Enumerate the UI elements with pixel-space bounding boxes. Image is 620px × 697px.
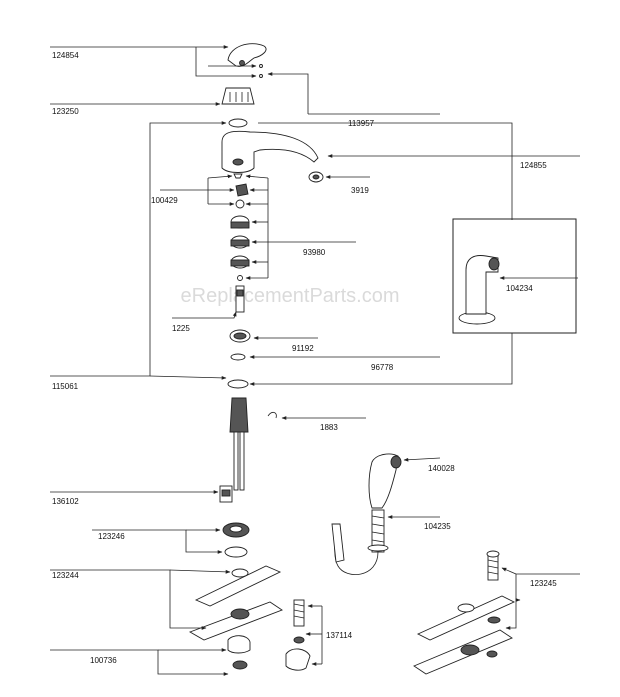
sprayer-head-140028-part bbox=[368, 453, 402, 509]
bolt-137114-part bbox=[293, 599, 305, 644]
oring-top-part bbox=[228, 118, 248, 128]
nut-91192-part bbox=[229, 329, 251, 343]
label-123244: 123244 bbox=[52, 571, 79, 580]
gasket-123246-part bbox=[222, 522, 250, 558]
cartridge-parts-93980 bbox=[230, 215, 250, 281]
mount-nut-100736-part bbox=[227, 635, 311, 671]
label-96778: 96778 bbox=[371, 363, 394, 372]
aerator-part bbox=[308, 171, 324, 183]
clip-1883-part bbox=[267, 412, 277, 419]
label-123250: 123250 bbox=[52, 107, 79, 116]
label-3919: 3919 bbox=[351, 186, 369, 195]
label-1883: 1883 bbox=[320, 423, 338, 432]
label-91192: 91192 bbox=[292, 344, 314, 353]
spout-part bbox=[221, 130, 319, 173]
label-124854: 124854 bbox=[52, 51, 79, 60]
label-115061: 115061 bbox=[52, 382, 79, 391]
label-100429: 100429 bbox=[151, 196, 178, 205]
label-104235: 104235 bbox=[424, 522, 451, 531]
label-123245: 123245 bbox=[530, 579, 557, 588]
stem-part bbox=[235, 285, 245, 313]
leader-lines bbox=[50, 45, 580, 676]
label-124855: 124855 bbox=[520, 161, 547, 170]
label-93980: 93980 bbox=[303, 248, 326, 257]
label-100736: 100736 bbox=[90, 656, 117, 665]
label-140028: 140028 bbox=[428, 464, 455, 473]
watermark: eReplacementParts.com bbox=[181, 285, 400, 307]
label-137114: 137114 bbox=[326, 631, 353, 640]
cap-part bbox=[221, 87, 255, 105]
handle-part bbox=[227, 43, 267, 78]
valve-body-part bbox=[229, 397, 249, 491]
label-1225: 1225 bbox=[172, 324, 190, 333]
alt-base-123245-part bbox=[413, 550, 516, 675]
small-parts-100429 bbox=[233, 173, 249, 209]
oring-lower-part bbox=[227, 379, 249, 389]
deck-plate-123244-part bbox=[188, 565, 283, 641]
washer-96778-part bbox=[230, 353, 246, 361]
label-104234: 104234 bbox=[506, 284, 533, 293]
sprayer-hose-104235-part bbox=[331, 509, 389, 575]
connector-136102-part bbox=[219, 485, 233, 503]
label-113957: 113957 bbox=[348, 119, 375, 128]
sprayer-inset-box bbox=[452, 218, 577, 334]
label-123246: 123246 bbox=[98, 532, 125, 541]
part-labels: 124854 123250 113957 124855 3919 100429 … bbox=[52, 51, 557, 665]
label-136102: 136102 bbox=[52, 497, 79, 506]
